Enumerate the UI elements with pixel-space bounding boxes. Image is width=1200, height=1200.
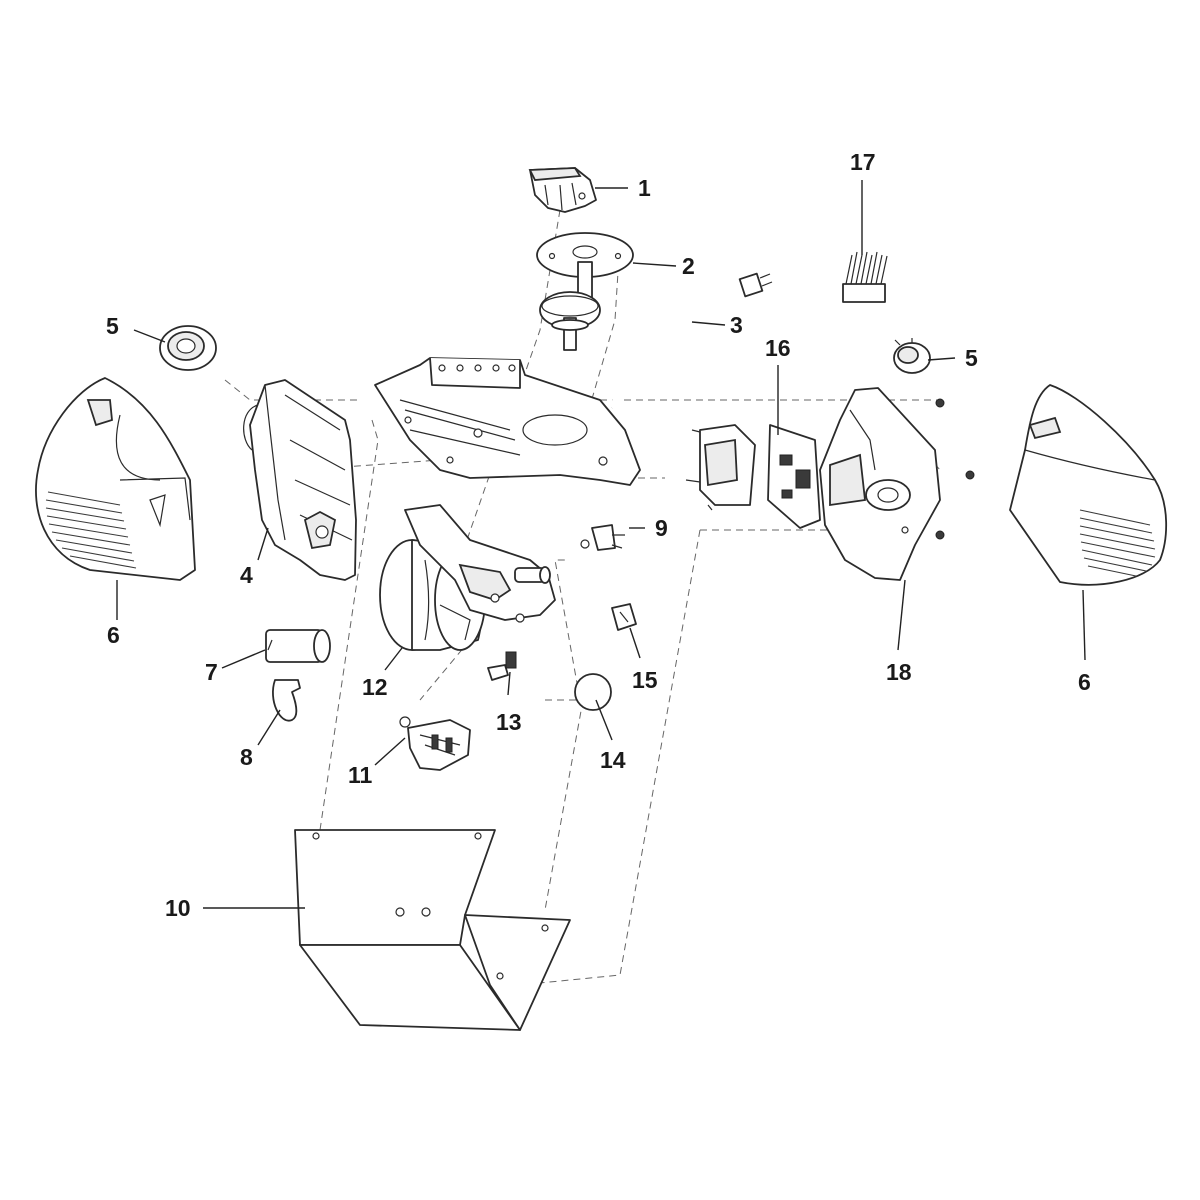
part-5-left-grommet <box>159 325 217 371</box>
callout-1: 1 <box>638 175 651 201</box>
callout-5-right: 5 <box>965 345 978 371</box>
callout-6-right: 6 <box>1078 669 1091 695</box>
part-12-motor <box>379 504 556 651</box>
part-6-left-end-cover <box>35 377 196 581</box>
callout-18: 18 <box>886 659 912 685</box>
callout-9: 9 <box>655 515 668 541</box>
leader-lines <box>116 180 1086 909</box>
part-16-logic-board <box>685 424 821 529</box>
callout-10: 10 <box>165 895 191 921</box>
callout-5-left: 5 <box>106 313 119 339</box>
part-5-right-knob <box>893 338 931 374</box>
callout-4: 4 <box>240 562 253 588</box>
part-14-cap <box>574 673 612 711</box>
callout-17: 17 <box>850 149 876 175</box>
chassis-plate <box>374 357 641 486</box>
callout-2: 2 <box>682 253 695 279</box>
part-15-sensor-bracket <box>611 603 637 631</box>
part-17-wire-harness <box>842 251 888 303</box>
part-6-right-end-cover <box>1009 384 1168 586</box>
callout-15: 15 <box>632 667 658 693</box>
callout-3: 3 <box>730 312 743 338</box>
part-4-left-end-panel <box>243 379 357 581</box>
callout-6-left: 6 <box>107 622 120 648</box>
part-9-switch <box>580 524 625 551</box>
callout-11: 11 <box>348 762 373 788</box>
callout-7: 7 <box>205 659 218 685</box>
part-2-drive-gear-assembly <box>536 232 634 351</box>
part-18-right-end-panel <box>819 387 975 581</box>
callout-14: 14 <box>600 747 626 773</box>
left-cover-vent-grille <box>45 491 137 569</box>
part-11-limit-assembly <box>399 716 471 771</box>
part-3-power-cord <box>609 272 773 409</box>
right-cover-vent-grille <box>1079 509 1156 577</box>
callout-labels: 1 2 3 5 4 6 7 8 9 10 11 12 13 14 15 16 1… <box>106 149 1091 921</box>
callout-13: 13 <box>496 709 522 735</box>
part-13-terminal <box>487 651 517 681</box>
callout-8: 8 <box>240 744 253 770</box>
part-10-bottom-cover <box>294 829 571 1031</box>
callout-16: 16 <box>765 335 791 361</box>
part-1-bracket <box>528 167 597 213</box>
part-7-capacitor <box>265 629 331 663</box>
callout-12: 12 <box>362 674 388 700</box>
